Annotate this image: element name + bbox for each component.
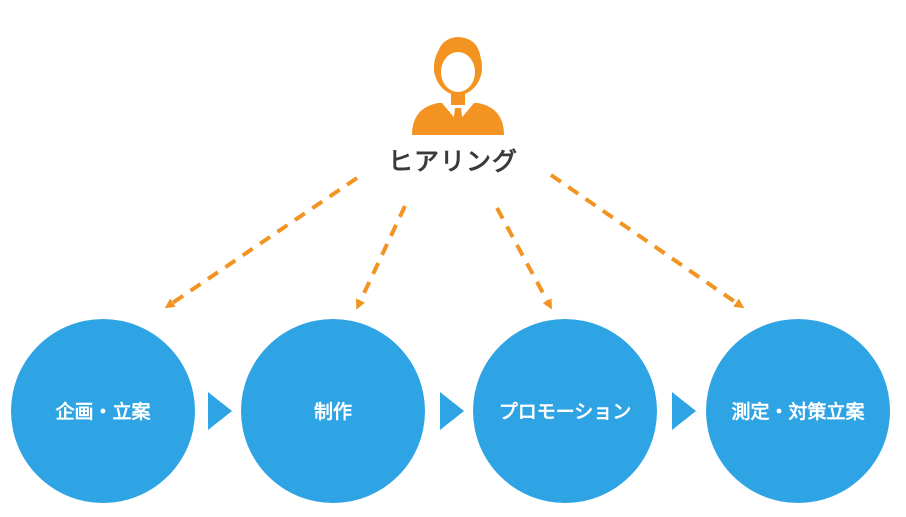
arrow-to-step-1	[164, 176, 359, 309]
step-label-1: 企画・立案	[55, 401, 151, 423]
hub-label: ヒアリング	[387, 147, 518, 176]
step-circle-2	[241, 319, 425, 503]
person-icon	[412, 37, 504, 135]
flow-arrow-3	[672, 392, 696, 430]
step-circle-3	[473, 319, 657, 503]
step-label-4: 測定・対策立案	[731, 401, 865, 423]
arrow-to-step-4	[549, 173, 745, 309]
flow-arrow-1	[208, 392, 232, 430]
flow-arrow-2	[440, 392, 464, 430]
arrow-to-step-2	[356, 205, 407, 310]
step-label-3: プロモーション	[498, 401, 632, 423]
step-label-2: 制作	[313, 401, 352, 423]
step-circle-1	[11, 319, 195, 503]
arrow-to-step-3	[495, 207, 552, 310]
step-circle-4	[706, 319, 890, 503]
